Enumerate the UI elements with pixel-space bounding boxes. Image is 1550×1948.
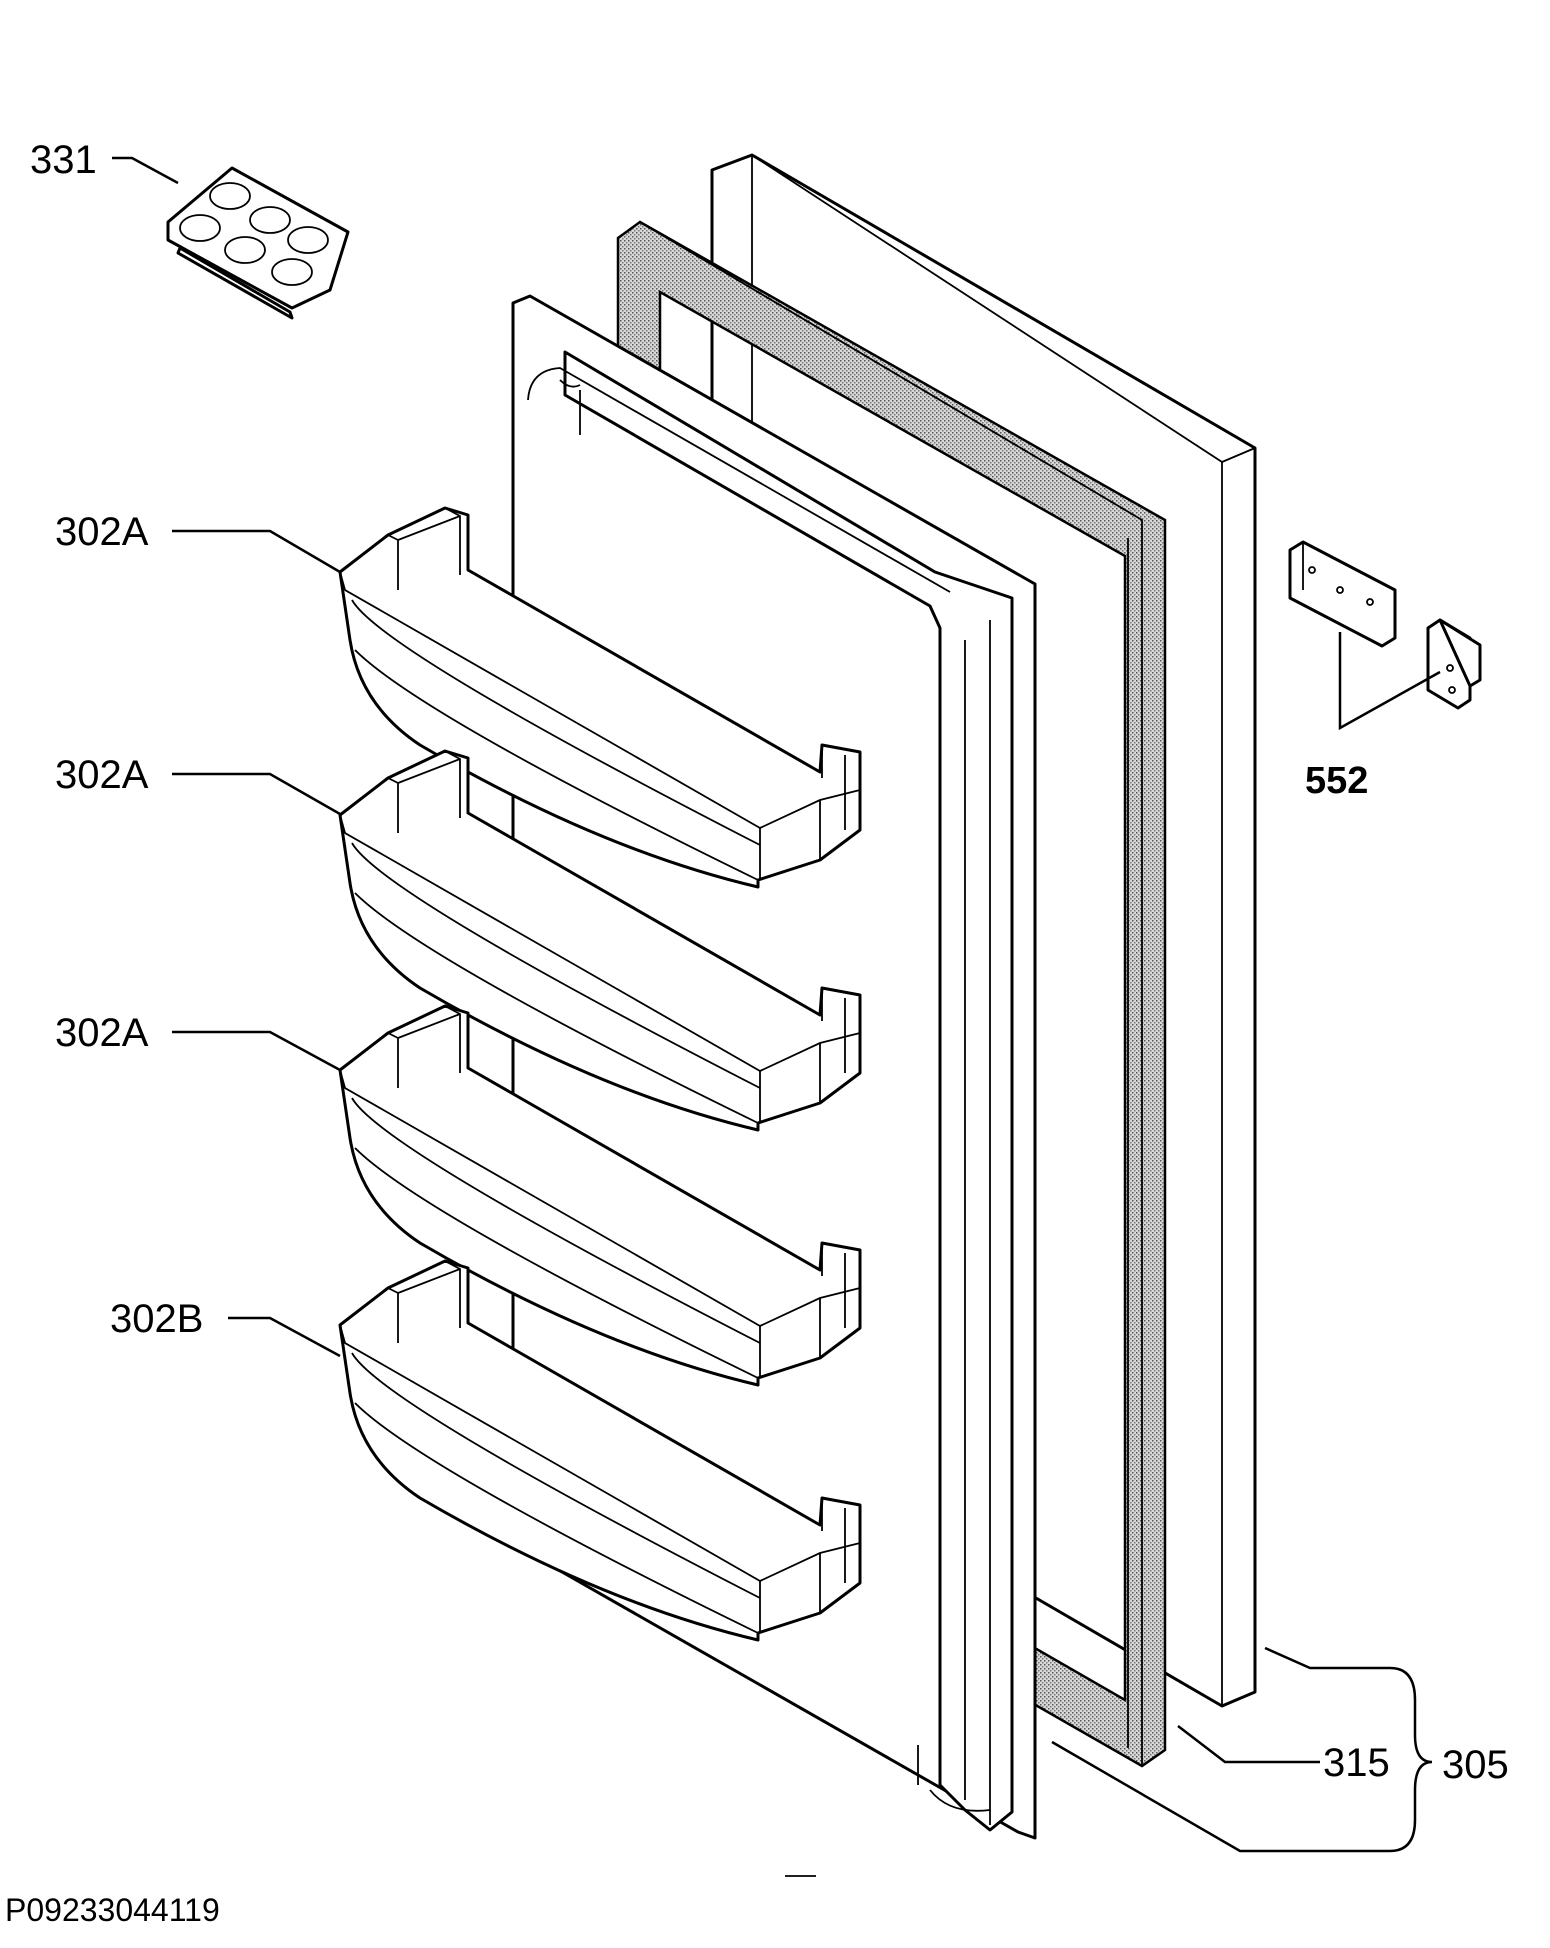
shelf-right-end (759, 1498, 846, 1633)
shelf-front-edge (351, 599, 761, 846)
shelf-left-end (387, 507, 461, 590)
label-305: 305 (1442, 1743, 1509, 1787)
label-302a-3: 302A (55, 1011, 149, 1055)
drawing-code: P09233044119 (5, 1892, 220, 1928)
label-331: 331 (30, 138, 97, 182)
label-302a-1: 302A (55, 510, 149, 554)
shelf-302a-3 (338, 1004, 862, 1387)
shelf-front-edge (351, 1097, 761, 1344)
shelf-front-edge (351, 842, 761, 1089)
shelf-right-end (759, 1243, 846, 1378)
label-302a-2: 302A (55, 753, 149, 797)
hinge-brackets (1288, 540, 1482, 710)
door-shelves (338, 506, 862, 1642)
shelf-body (338, 1259, 862, 1642)
egg-cups (179, 182, 329, 286)
shelf-body (338, 749, 862, 1132)
shelf-bottom (354, 892, 759, 1124)
shelf-right-end (759, 988, 846, 1123)
shelf-302a-1 (338, 506, 862, 889)
shelf-body (338, 506, 862, 889)
shelf-right-end (759, 745, 846, 880)
label-552: 552 (1305, 760, 1368, 802)
label-302b: 302B (110, 1297, 203, 1341)
shelf-302b (338, 1259, 862, 1642)
shelf-front-edge (351, 1352, 761, 1599)
shelf-bottom (354, 649, 759, 881)
shelf-bottom (354, 1147, 759, 1379)
shelf-302a-2 (338, 749, 862, 1132)
shelf-left-end (387, 1005, 461, 1088)
label-315: 315 (1323, 1741, 1390, 1785)
egg-tray (166, 166, 350, 320)
shelf-body (338, 1004, 862, 1387)
leader-lines (112, 156, 1441, 1877)
shelf-left-end (387, 1260, 461, 1343)
shelf-bottom (354, 1402, 759, 1634)
shelf-left-end (387, 750, 461, 833)
